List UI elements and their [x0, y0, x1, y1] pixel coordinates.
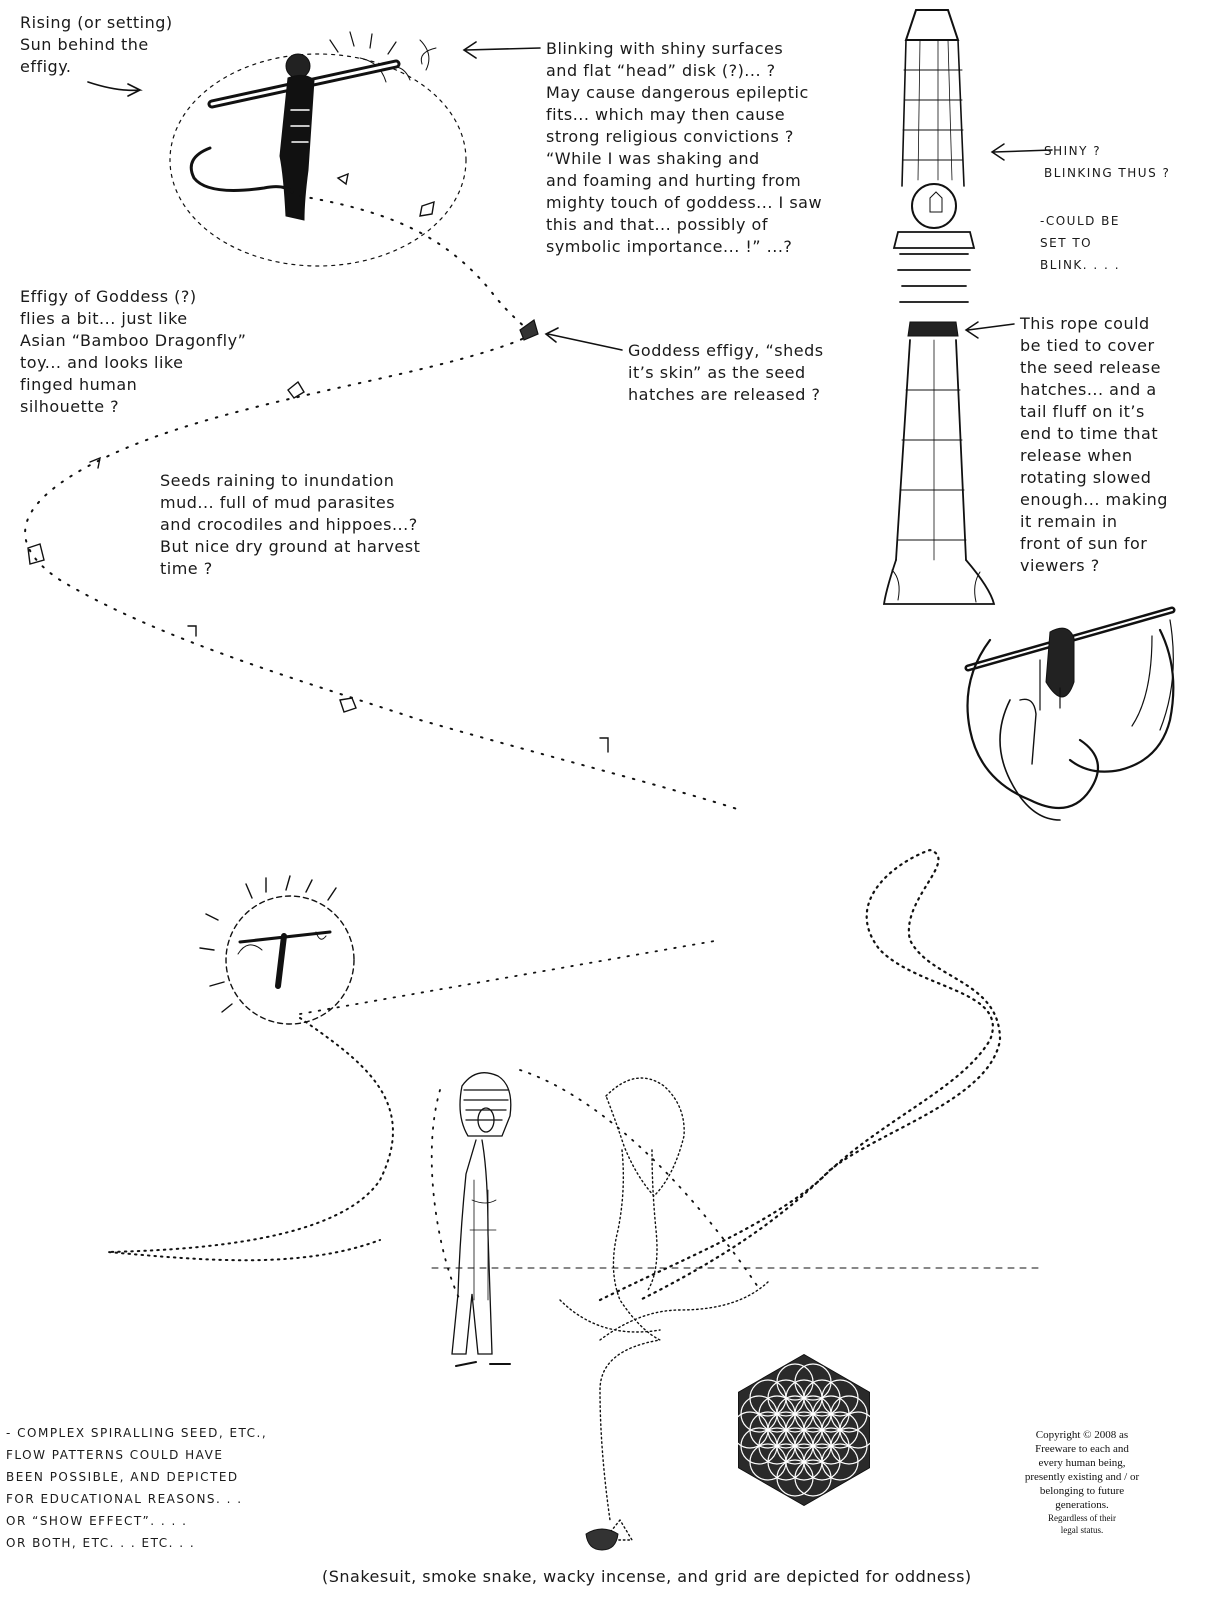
cobra-figure — [559, 1077, 771, 1541]
shed-arrow — [544, 327, 623, 351]
shiny-note: SHINY ? BLINKING THUS ? — [1044, 144, 1171, 180]
blinking-note: Blinking with shiny surfaces and flat “h… — [546, 39, 823, 256]
complex-spiralling-note: - COMPLEX SPIRALLING SEED, ETC., FLOW PA… — [6, 1426, 268, 1550]
flow-right-line — [299, 939, 761, 1301]
incense-bowl — [585, 1528, 619, 1551]
seeds-raining-note: Seeds raining to inundation mud... full … — [160, 471, 421, 578]
rope-arrow — [964, 321, 1015, 339]
blink-arrow — [462, 41, 541, 59]
effigy-top — [189, 53, 401, 221]
snakesuit-figure — [451, 1072, 512, 1367]
copyright-main: Copyright © 2008 as Freeware to each and… — [1024, 1429, 1140, 1511]
sun-lower — [199, 875, 355, 1025]
oddness-caption: (Snakesuit, smoke snake, wacky incense, … — [322, 1567, 972, 1586]
sheds-skin-note: Goddess effigy, “sheds it’s skin” as the… — [628, 341, 824, 404]
sun-arrow — [87, 81, 143, 97]
could-blink-note: -COULD BE SET TO BLINK. . . . — [1040, 214, 1121, 272]
rope-note: This rope could be tied to cover the see… — [1020, 314, 1168, 575]
shiny-arrow — [990, 143, 1053, 161]
smoke-snake — [598, 848, 1002, 1302]
copyright-small: Regardless of their legal status. — [1048, 1513, 1116, 1535]
effigy-shed — [519, 319, 539, 341]
seed-shapes — [27, 172, 609, 753]
pillar — [882, 9, 996, 605]
flow-left — [107, 1017, 394, 1262]
sun-behind-note: Rising (or setting) Sun behind the effig… — [20, 13, 173, 76]
snake-effigy-sketch — [964, 606, 1176, 821]
copyright-notice: Copyright © 2008 as Freeware to each and… — [1018, 1428, 1146, 1536]
effigy-flies-note: Effigy of Goddess (?) flies a bit... jus… — [20, 287, 247, 416]
flower-of-life-grid — [738, 1354, 870, 1506]
